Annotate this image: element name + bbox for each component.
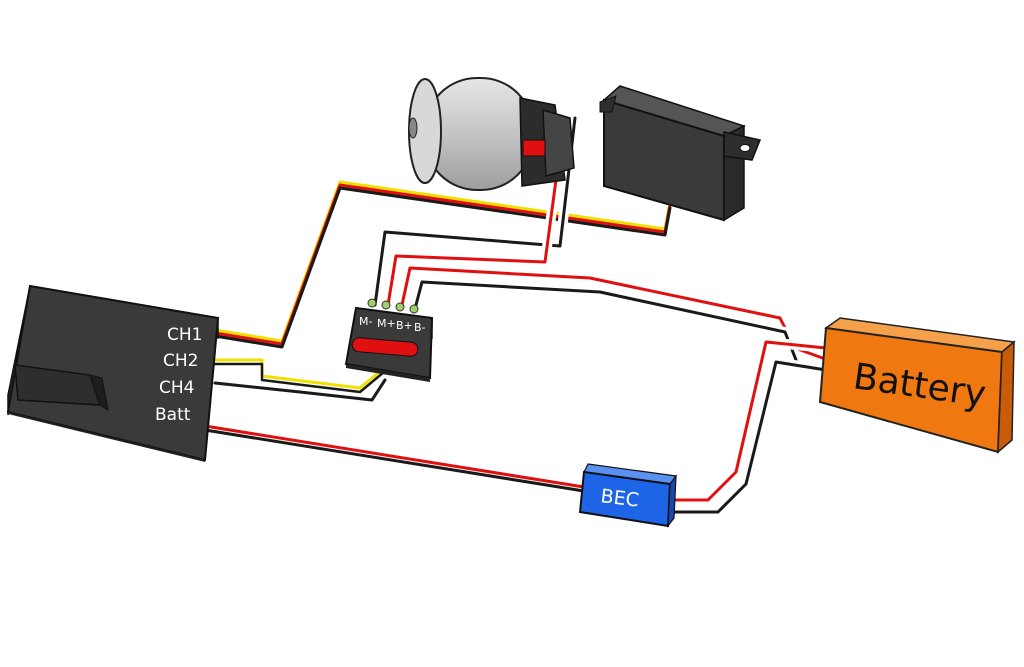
wires <box>199 113 833 517</box>
wire-ch4-esc <box>210 375 390 405</box>
esc-pin-label: M- <box>359 315 372 328</box>
servo-mounting-tab <box>599 95 762 161</box>
esc-pin-label: B+ <box>396 319 413 332</box>
receiver-channel-label: Batt <box>155 405 191 425</box>
esc-pin-label: M+ <box>377 317 396 330</box>
wire-ch2-esc <box>209 356 390 396</box>
receiver-antenna-slot <box>14 364 109 412</box>
battery: Battery <box>818 317 1016 454</box>
motor-end-cap <box>519 97 575 187</box>
servo <box>599 85 762 222</box>
bec: BEC <box>578 463 678 528</box>
esc-terminals <box>367 298 419 314</box>
receiver-channel-label: CH1 <box>167 325 202 345</box>
esc: M- M+ B+ B- <box>344 298 434 382</box>
wire-batt-bec <box>199 422 596 496</box>
receiver-channel-label: CH4 <box>159 378 194 398</box>
bec-label: BEC <box>599 485 640 512</box>
receiver-channel-label: CH2 <box>163 351 198 371</box>
receiver: CH1 CH2 CH4 Batt <box>6 284 220 462</box>
wire-ch1-servo <box>208 178 677 351</box>
esc-pin-label: B- <box>414 321 426 334</box>
motor <box>408 77 575 191</box>
wire-bec-battery <box>665 337 831 517</box>
